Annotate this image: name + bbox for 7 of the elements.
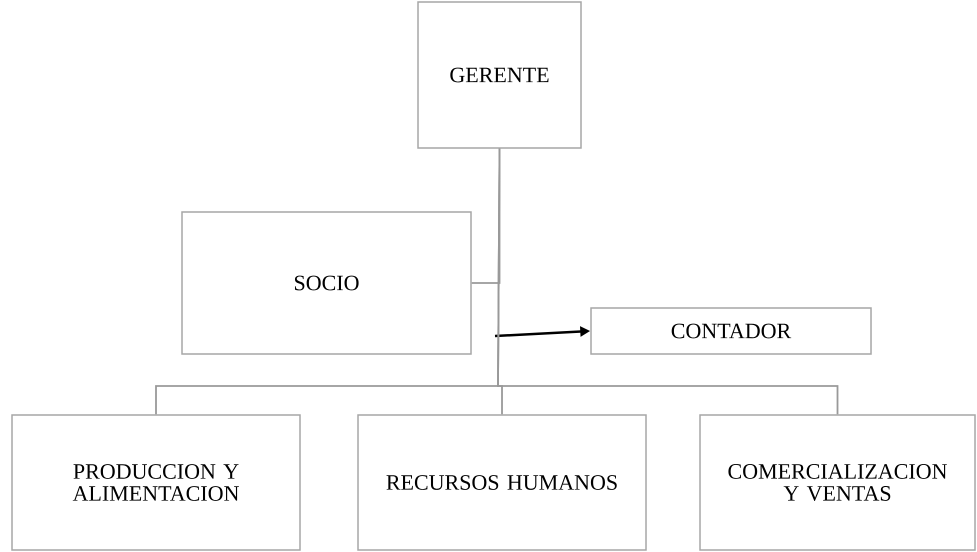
org-box: GERENTE — [417, 1, 582, 149]
connector-line — [497, 148, 838, 414]
org-box: RECURSOS HUMANOS — [357, 414, 647, 551]
org-box: SOCIO — [181, 211, 472, 355]
org-box: CONTADOR — [590, 307, 872, 355]
org-box: COMERCIALIZACION Y VENTAS — [699, 414, 976, 551]
org-box: PRODUCCION Y ALIMENTACION — [11, 414, 301, 551]
